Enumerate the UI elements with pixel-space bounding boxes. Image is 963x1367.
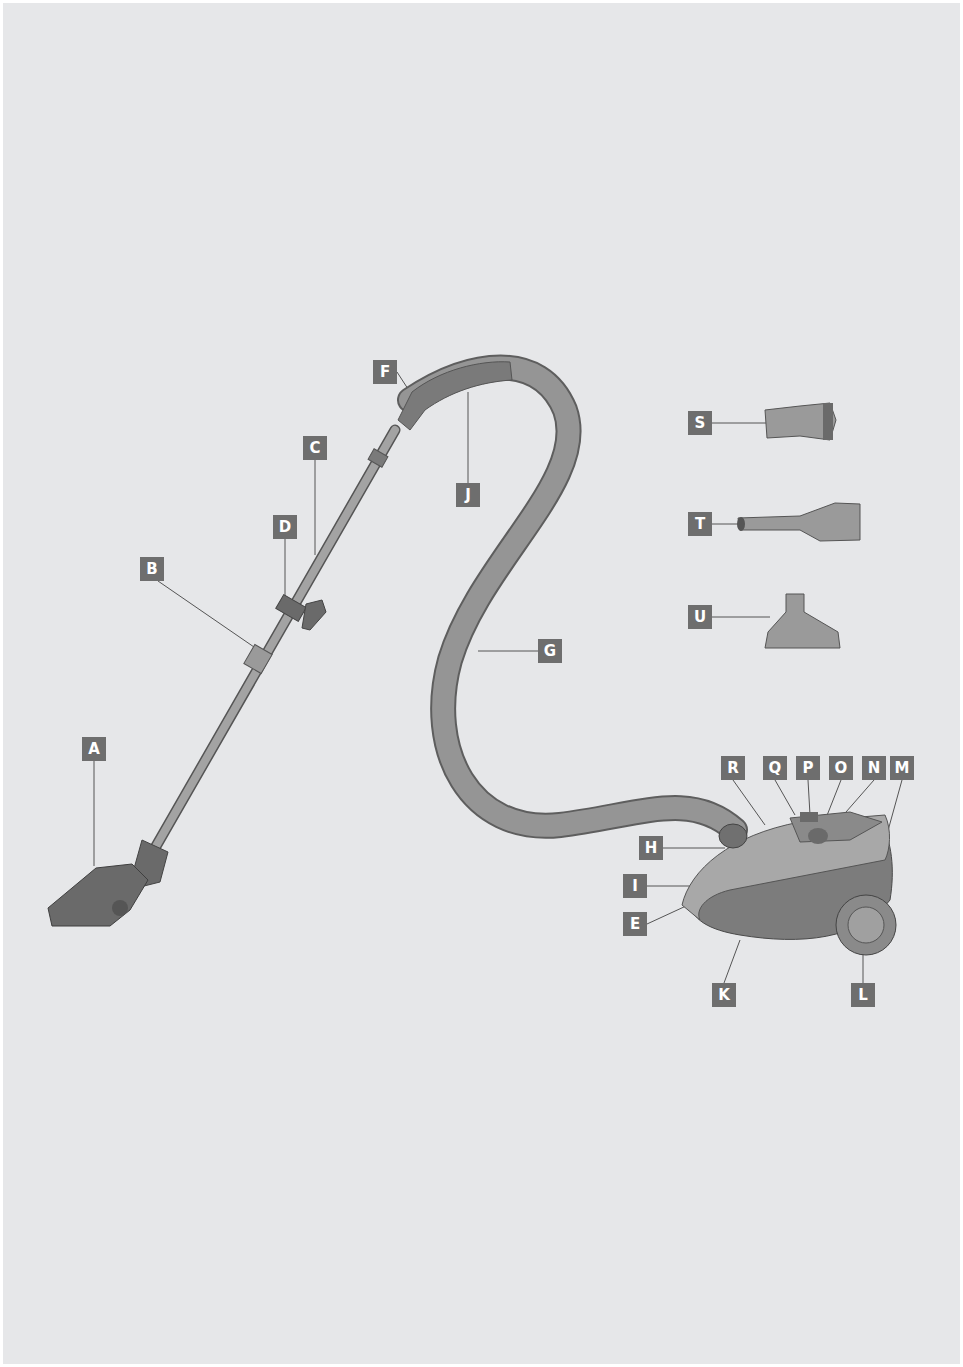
leader-lines <box>94 372 902 983</box>
callout-letter: J <box>456 483 480 507</box>
callout-letter: F <box>373 360 397 384</box>
callout-letter: T <box>688 512 712 536</box>
background <box>3 3 960 1364</box>
callout-letter: S <box>688 411 712 435</box>
callout-letter: M <box>890 756 914 780</box>
callout-letter: B <box>140 557 164 581</box>
callout-letter: A <box>82 737 106 761</box>
callout-letter: P <box>796 756 820 780</box>
callout-letter: K <box>712 983 736 1007</box>
callout-letter: D <box>273 515 297 539</box>
callout-letter: E <box>623 912 647 936</box>
callout-letter: H <box>639 836 663 860</box>
callout-letter: G <box>538 639 562 663</box>
callout-letter: O <box>829 756 853 780</box>
callout-letter: C <box>303 436 327 460</box>
callout-letter: U <box>688 605 712 629</box>
callout-letter: N <box>862 756 886 780</box>
callout-letter: L <box>851 983 875 1007</box>
callout-letter: R <box>721 756 745 780</box>
callout-letter: I <box>623 874 647 898</box>
callout-letter: Q <box>763 756 787 780</box>
